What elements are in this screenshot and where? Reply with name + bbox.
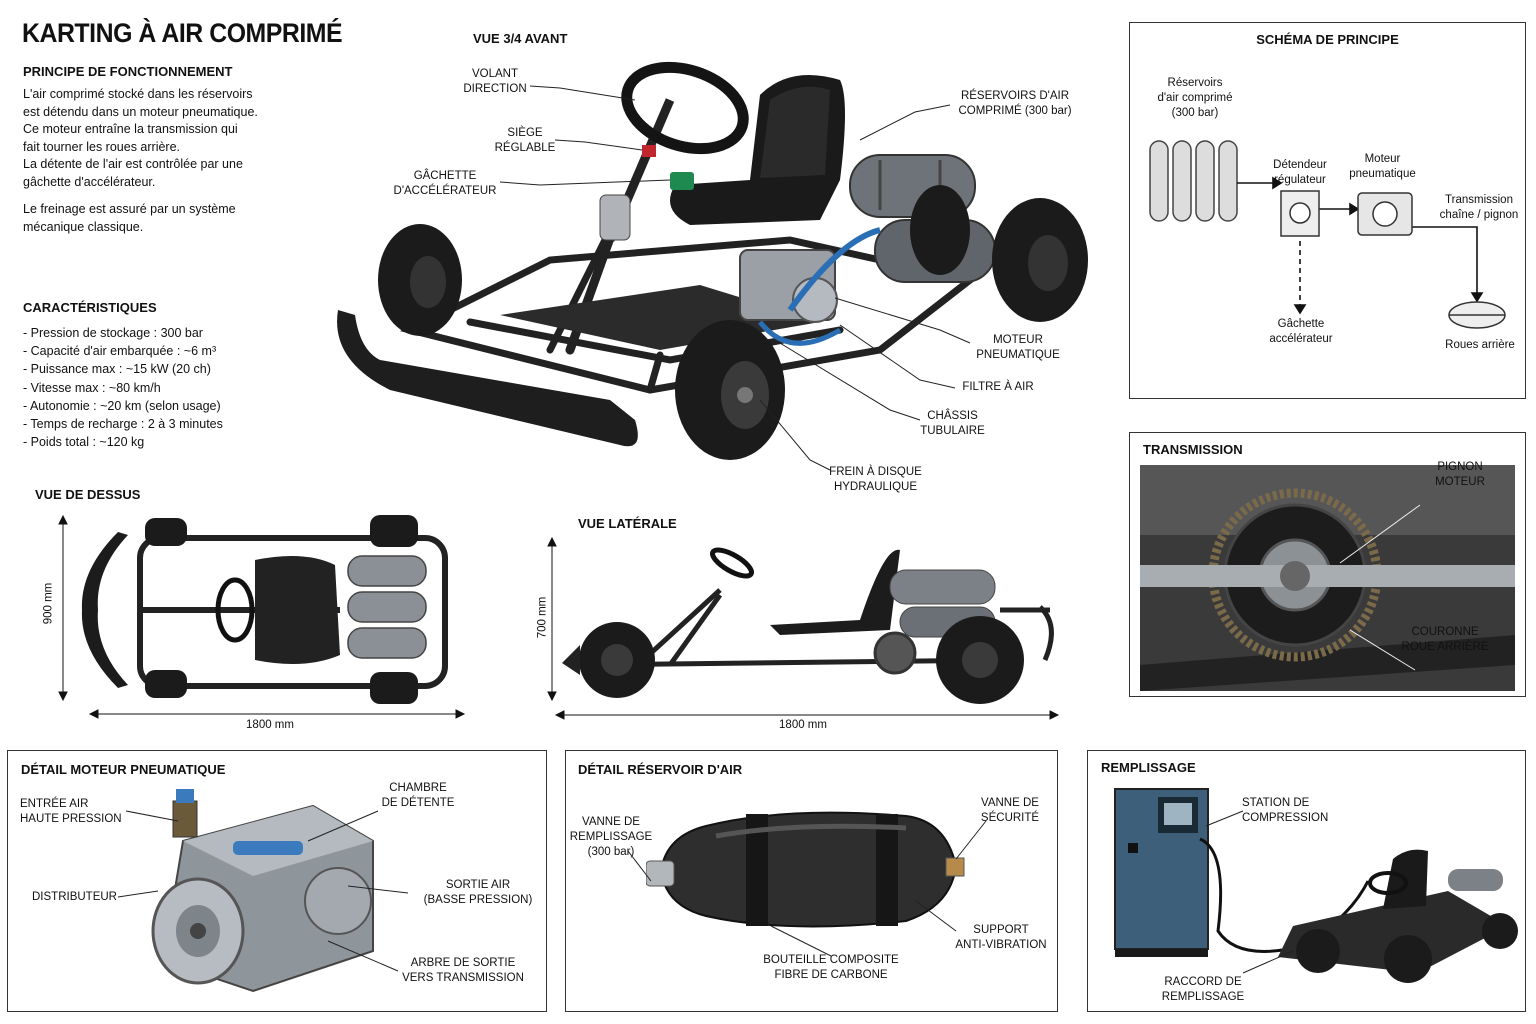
kart-top-illustration xyxy=(58,514,466,719)
schema-tanks xyxy=(1149,140,1238,222)
kart-side-illustration xyxy=(547,536,1060,720)
seat xyxy=(670,75,845,225)
top-width-dimension: 900 mm xyxy=(42,582,55,625)
principle-line: gâchette d'accélérateur. xyxy=(23,174,156,189)
principle-line: est détendu dans un moteur pneumatique. xyxy=(23,104,258,119)
front-view-heading: VUE 3/4 AVANT xyxy=(473,31,568,46)
side-view-heading: VUE LATÉRALE xyxy=(578,516,677,531)
label-bouteille: BOUTEILLE COMPOSITE FIBRE DE CARBONE xyxy=(763,954,899,981)
steering-wheel xyxy=(621,61,749,155)
transmission-illustration xyxy=(1140,465,1515,691)
refill-panel: REMPLISSAGE STATION DE COMPRESSION RACCO… xyxy=(1087,750,1526,1012)
braking-line: mécanique classique. xyxy=(23,219,144,234)
label-entree-air: ENTRÉE AIR HAUTE PRESSION xyxy=(20,798,122,825)
tank-callouts xyxy=(627,820,987,957)
page-title: KARTING À AIR COMPRIMÉ xyxy=(22,18,343,48)
pneumatic-engine xyxy=(739,227,881,346)
specs-list: - Pression de stockage : 300 bar - Capac… xyxy=(23,324,223,451)
engine-detail-heading: DÉTAIL MOTEUR PNEUMATIQUE xyxy=(21,762,226,777)
principle-line: fait tourner les roues arrière. xyxy=(23,139,181,154)
tank-detail-panel: DÉTAIL RÉSERVOIR D'AIR VANNE DE REMPLISS… xyxy=(565,750,1058,1012)
engine-detail-panel: DÉTAIL MOTEUR PNEUMATIQUE ENTRÉE AIR HAU… xyxy=(7,750,547,1012)
engine-illustration xyxy=(151,789,374,993)
schema-diagram xyxy=(1149,140,1506,329)
label-frein: FREIN À DISQUE HYDRAULIQUE xyxy=(829,466,922,493)
principle-heading: PRINCIPE DE FONCTIONNEMENT xyxy=(23,64,233,79)
engine-callouts xyxy=(117,810,409,972)
label-chassis: CHÂSSIS TUBULAIRE xyxy=(920,410,985,437)
transmission-heading: TRANSMISSION xyxy=(1143,442,1243,457)
principle-line: Ce moteur entraîne la transmission qui xyxy=(23,122,238,136)
side-seat xyxy=(770,549,900,635)
top-bumper xyxy=(81,532,128,688)
tires xyxy=(378,185,1088,460)
braking-text: Le freinage est assuré par un système mé… xyxy=(23,201,283,236)
refill-heading: REMPLISSAGE xyxy=(1101,760,1196,775)
principle-text: L'air comprimé stocké dans les réservoir… xyxy=(23,86,283,191)
top-steering xyxy=(215,577,255,643)
label-couronne: COURONNE ROUE ARRIÈRE xyxy=(1401,626,1489,653)
label-vanne-remplissage: VANNE DE REMPLISSAGE (300 bar) xyxy=(569,816,653,858)
principle-line: L'air comprimé stocké dans les réservoir… xyxy=(23,87,253,101)
transmission-panel: TRANSMISSION PIGNON MOTEUR COURONNE ROUE… xyxy=(1129,432,1526,697)
principle-line: La détente de l'air est contrôlée par un… xyxy=(23,157,243,171)
schema-roues-label: Roues arrière xyxy=(1445,339,1515,351)
throttle-trigger xyxy=(670,172,694,190)
label-support: SUPPORT ANTI-VIBRATION xyxy=(955,924,1047,951)
side-sprocket xyxy=(873,631,917,675)
kart-front-illustration xyxy=(337,61,1088,471)
label-filtre: FILTRE À AIR xyxy=(962,381,1034,393)
label-volant: VOLANT DIRECTION xyxy=(463,68,527,95)
schema-detendeur-label: Détendeur régulateur xyxy=(1273,159,1327,186)
specs-heading: CARACTÉRISTIQUES xyxy=(23,300,157,315)
braking-line: Le freinage est assuré par un système xyxy=(23,202,236,216)
top-seat xyxy=(255,556,340,664)
label-siege: SIÈGE RÉGLABLE xyxy=(494,127,556,154)
tank-illustration xyxy=(646,811,965,928)
spec-item: - Temps de recharge : 2 à 3 minutes xyxy=(23,417,223,432)
side-steering xyxy=(710,547,754,579)
schema-heading: SCHÉMA DE PRINCIPE xyxy=(1256,32,1399,47)
refill-illustration xyxy=(1114,788,1518,983)
label-arbre: ARBRE DE SORTIE VERS TRANSMISSION xyxy=(402,957,524,984)
top-tires xyxy=(145,515,418,704)
label-moteur: MOTEUR PNEUMATIQUE xyxy=(976,334,1060,361)
spec-item: - Autonomie : ~20 km (selon usage) xyxy=(23,398,221,413)
schema-reservoirs-label: Réservoirs d'air comprimé (300 bar) xyxy=(1157,77,1233,119)
top-tanks xyxy=(347,555,427,659)
side-tank-1 xyxy=(889,569,996,605)
schema-gachette-label: Gâchette accélérateur xyxy=(1269,318,1333,345)
label-sortie-air: SORTIE AIR (BASSE PRESSION) xyxy=(423,879,533,906)
label-raccord: RACCORD DE REMPLISSAGE xyxy=(1161,976,1245,1003)
label-vanne-securite: VANNE DE SÉCURITÉ xyxy=(980,797,1040,824)
column-cylinder xyxy=(599,194,631,241)
schema-moteur-label: Moteur pneumatique xyxy=(1349,153,1416,180)
top-length-dimension: 1800 mm xyxy=(246,719,294,731)
label-pignon: PIGNON MOTEUR xyxy=(1435,461,1485,488)
label-station: STATION DE COMPRESSION xyxy=(1242,797,1329,824)
spec-item: - Puissance max : ~15 kW (20 ch) xyxy=(23,362,211,377)
label-gachette: GÂCHETTE D'ACCÉLÉRATEUR xyxy=(393,170,497,197)
seat-adjuster xyxy=(642,145,656,157)
label-chambre: CHAMBRE DE DÉTENTE xyxy=(381,782,455,809)
label-distributeur: DISTRIBUTEUR xyxy=(32,891,117,903)
side-length-dimension: 1800 mm xyxy=(779,719,827,731)
spec-item: - Pression de stockage : 300 bar xyxy=(23,326,203,340)
front-callouts xyxy=(499,85,971,471)
spec-item: - Poids total : ~120 kg xyxy=(23,435,145,450)
spec-item: - Capacité d'air embarquée : ~6 m³ xyxy=(23,344,217,359)
side-height-dimension: 700 mm xyxy=(536,596,549,639)
tank-detail-heading: DÉTAIL RÉSERVOIR D'AIR xyxy=(578,762,743,777)
front-bumper xyxy=(337,310,638,447)
spec-item: - Vitesse max : ~80 km/h xyxy=(23,380,161,395)
top-view-heading: VUE DE DESSUS xyxy=(35,487,141,502)
schema-transmission-label: Transmission chaîne / pignon xyxy=(1439,194,1519,221)
schema-panel: SCHÉMA DE PRINCIPE Réservoirs d'air comp… xyxy=(1129,22,1526,399)
label-reservoirs: RÉSERVOIRS D'AIR COMPRIMÉ (300 bar) xyxy=(958,90,1072,117)
